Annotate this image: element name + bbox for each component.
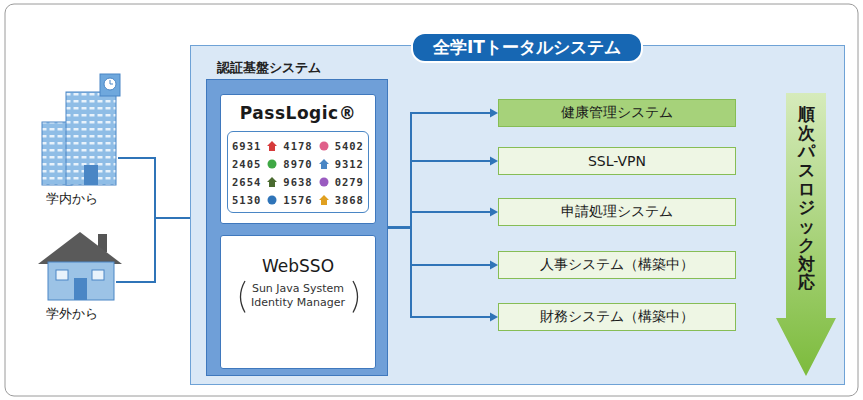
grid-digits: 1576 (283, 194, 312, 206)
grid-digits: 5130 (232, 194, 261, 206)
grid-row: 2654 9638 0279 (232, 173, 364, 191)
system-panel: 全学ITトータルシステム認証基盤システムPassLogic®6931417854… (190, 45, 845, 385)
grid-digits: 2405 (232, 158, 261, 170)
place-label: 学外から (46, 305, 98, 323)
grid-icon (319, 159, 329, 169)
grid-icon (319, 177, 329, 187)
campus-building (42, 74, 120, 185)
grid-digits: 9312 (335, 158, 364, 170)
grid-icon (267, 141, 277, 151)
house-illustration (38, 232, 122, 300)
outer-frame (5, 4, 858, 396)
system-box: 人事システム（構築中） (498, 251, 736, 279)
grid-digits: 6931 (232, 140, 261, 152)
grid-row: 6931 4178 5402 (232, 137, 364, 155)
grid-icon (319, 195, 329, 205)
grid-digits: 8970 (283, 158, 312, 170)
product-logo: PassLogic® (221, 103, 375, 123)
system-name: SSL-VPN (588, 153, 646, 169)
branch-connector (388, 228, 498, 322)
system-box: 健康管理システム (498, 99, 736, 127)
system-name: 申請処理システム (561, 203, 673, 221)
passlogic-box: PassLogic® 6931 4178 5402 2405 8970 9312 2654 96… (220, 94, 376, 224)
product-subtitle: Sun Java System Identity Manager (250, 282, 346, 310)
branch-connector (388, 208, 498, 228)
grid-icon (267, 159, 277, 169)
vertical-caption: 順次パスロジック対応 (798, 105, 815, 292)
grid-row: 2405 8970 9312 (232, 155, 364, 173)
grid-digits: 4178 (283, 140, 312, 152)
grid-digits: 9638 (283, 176, 312, 188)
place-label: 学内から (46, 190, 98, 208)
grid-digits: 5402 (335, 140, 364, 152)
system-box: 財務システム（構築中） (498, 303, 736, 331)
auth-panel: 認証基盤システムPassLogic®6931417854022405897093… (206, 79, 388, 376)
grid-digits: 2654 (232, 176, 261, 188)
grid-row: 5130 1576 3868 (232, 191, 364, 209)
rollout-arrow: 順次パスロジック対応 (776, 93, 836, 376)
system-box: 申請処理システム (498, 198, 736, 226)
grid-icon (319, 141, 329, 151)
product-name: WebSSO (221, 256, 375, 276)
system-name: 財務システム（構築中） (540, 308, 694, 326)
panel-heading: 認証基盤システム (217, 59, 321, 77)
websso-box: WebSSO Sun Java System Identity Manager (220, 235, 376, 369)
system-name: 人事システム（構築中） (540, 256, 694, 274)
system-box: SSL-VPN (498, 147, 736, 175)
branch-connector (388, 109, 498, 228)
branch-connector (388, 157, 498, 228)
grid-digits: 0279 (335, 176, 364, 188)
grid-icon (267, 177, 277, 187)
password-grid: 6931 4178 5402 2405 8970 9312 2654 9638 0279 5130… (227, 131, 369, 213)
grid-digits: 3868 (335, 194, 364, 206)
system-name: 健康管理システム (561, 104, 673, 122)
grid-icon (267, 195, 277, 205)
system-title: 全学ITトータルシステム (411, 32, 643, 63)
branch-connector (388, 228, 498, 270)
